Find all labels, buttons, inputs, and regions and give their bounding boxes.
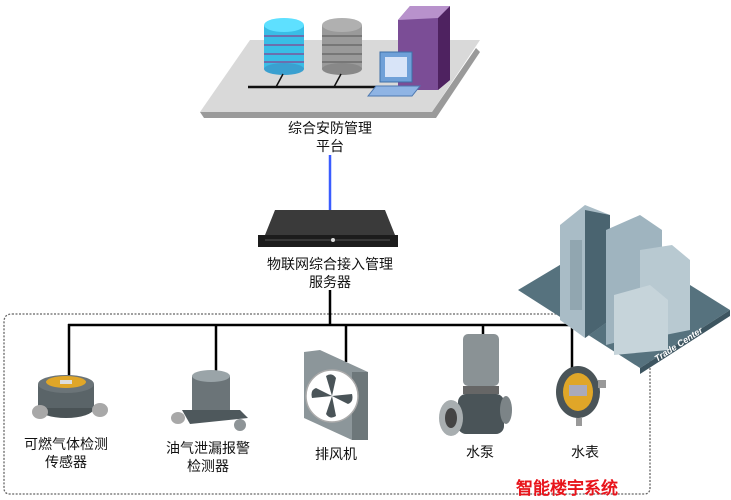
- device-label-fan: 排风机: [296, 446, 376, 464]
- device-label-line1: 油气泄漏报警: [166, 441, 250, 457]
- water-meter-icon: [556, 366, 606, 426]
- device-label-line1: 排风机: [315, 447, 357, 463]
- exhaust-fan-icon: [304, 350, 368, 440]
- water-pump-icon: [439, 334, 512, 436]
- device-label-line1: 水泵: [466, 445, 494, 461]
- gas-sensor-icon: [32, 375, 108, 419]
- building-icon: [518, 205, 730, 374]
- device-label-oil-leak: 油气泄漏报警 检测器: [150, 440, 266, 476]
- platform-label: 综合安防管理 平台: [270, 120, 390, 156]
- database-icon: [322, 18, 362, 75]
- computer-icon: [366, 51, 422, 97]
- region-title: 智能楼宇系统: [516, 479, 618, 499]
- database-icon: [264, 18, 304, 75]
- platform-label-line1: 综合安防管理: [288, 121, 372, 137]
- platform-label-line2: 平台: [316, 139, 344, 155]
- device-label-pump: 水泵: [445, 444, 515, 462]
- smart-building-region-border: [3, 313, 660, 495]
- device-label-gas-sensor: 可燃气体检测 传感器: [8, 436, 124, 472]
- device-label-meter: 水表: [550, 444, 620, 462]
- device-label-line1: 可燃气体检测: [24, 437, 108, 453]
- platform-icon: [200, 6, 480, 118]
- device-label-line1: 水表: [571, 445, 599, 461]
- server-label-line1: 物联网综合接入管理: [267, 257, 393, 273]
- server-label-line2: 服务器: [309, 275, 351, 291]
- server-label: 物联网综合接入管理 服务器: [250, 256, 410, 292]
- device-label-line2: 检测器: [187, 459, 229, 475]
- device-label-line2: 传感器: [45, 455, 87, 471]
- rack-server-icon: [258, 210, 398, 247]
- oil-leak-detector-icon: [171, 370, 248, 431]
